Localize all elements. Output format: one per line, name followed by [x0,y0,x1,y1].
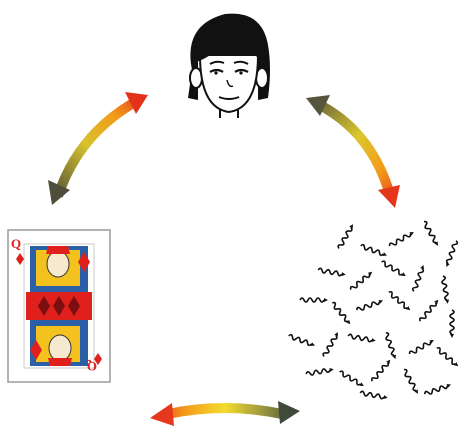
squiggle-mark [411,268,425,292]
squiggle-head [386,359,391,365]
squiggle-mark [317,267,343,277]
squiggle-head [359,382,364,386]
squiggle-mark [418,302,438,322]
squiggle-head [409,232,414,236]
squiggle-mark [423,385,449,395]
squiggle-head [392,354,396,360]
squiggle-mark [355,301,381,311]
squiggle-mark [388,233,412,247]
squiggle-head [378,300,384,304]
squiggle-mark [359,390,385,400]
squiggle-mark [305,368,331,376]
squiggle-mark [385,331,395,357]
card-rank-bottom: Q [87,359,97,374]
squiggle-head [434,299,439,305]
squiggle-mark [332,301,348,323]
squiggle-head [367,271,373,276]
double-arrow-icon [48,92,148,205]
squiggle-mark [388,290,408,310]
double-arrow-icon [150,401,300,426]
squiggle-mark [349,274,371,290]
squiggle-mark [360,243,384,257]
squiggle-mark [347,333,373,343]
squiggle-mark [370,362,390,382]
squiggle-mark [436,346,456,366]
squiggle-head [453,362,459,367]
card-rank-top: Q [11,236,21,251]
squiggle-mark [423,220,437,244]
squiggle-head [329,367,334,372]
playing-card-icon: Q Q [7,229,111,383]
squiggle-mark [408,341,432,355]
random-squiggles-icon [288,220,459,400]
squiggle-head [414,389,418,394]
squiggle-mark [403,368,417,392]
squiggle-head [382,252,388,256]
squiggle-head [334,332,338,337]
squiggle-mark [288,333,312,347]
squiggle-mark [449,309,455,335]
squiggle-mark [322,335,338,357]
squiggle-head [434,241,438,246]
squiggle-mark [441,275,449,301]
squiggle-head [349,224,353,229]
squiggle-mark [445,240,459,264]
squiggle-head [420,264,424,270]
double-arrow-icon [306,95,400,208]
squiggle-head [446,384,452,388]
squiggle-head [429,340,434,344]
squiggle-head [446,262,450,268]
squiggle-head [371,338,376,343]
squiggle-head [310,342,316,346]
squiggle-mark [337,227,353,249]
squiggle-mark [299,297,325,303]
squiggle-head [341,272,346,277]
squiggle-head [445,299,450,304]
face-icon [188,13,270,118]
squiggle-head [405,306,411,311]
squiggle-mark [339,370,361,386]
squiggle-head [450,334,454,338]
squiggle-head [401,272,406,276]
squiggle-head [324,298,328,302]
squiggle-head [346,319,351,325]
squiggle-mark [381,260,403,276]
squiggle-head [383,395,388,400]
